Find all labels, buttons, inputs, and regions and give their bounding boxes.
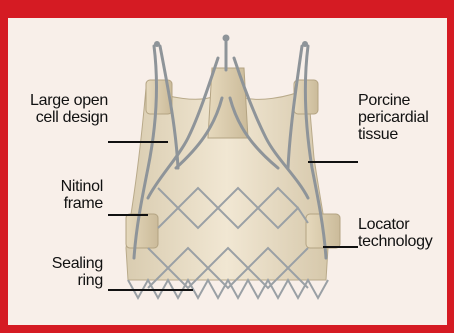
- label-nitinol-frame: Nitinol frame: [8, 178, 103, 212]
- left-locator-tab: [126, 214, 158, 248]
- diagram-panel: Large open cell design Nitinol frame Sea…: [8, 18, 447, 325]
- label-sealing-ring: Sealing ring: [8, 255, 103, 289]
- label-large-open-cell: Large open cell design: [8, 92, 108, 126]
- label-porcine-tissue: Porcine pericardial tissue: [358, 92, 447, 143]
- label-locator-technology: Locator technology: [358, 216, 447, 250]
